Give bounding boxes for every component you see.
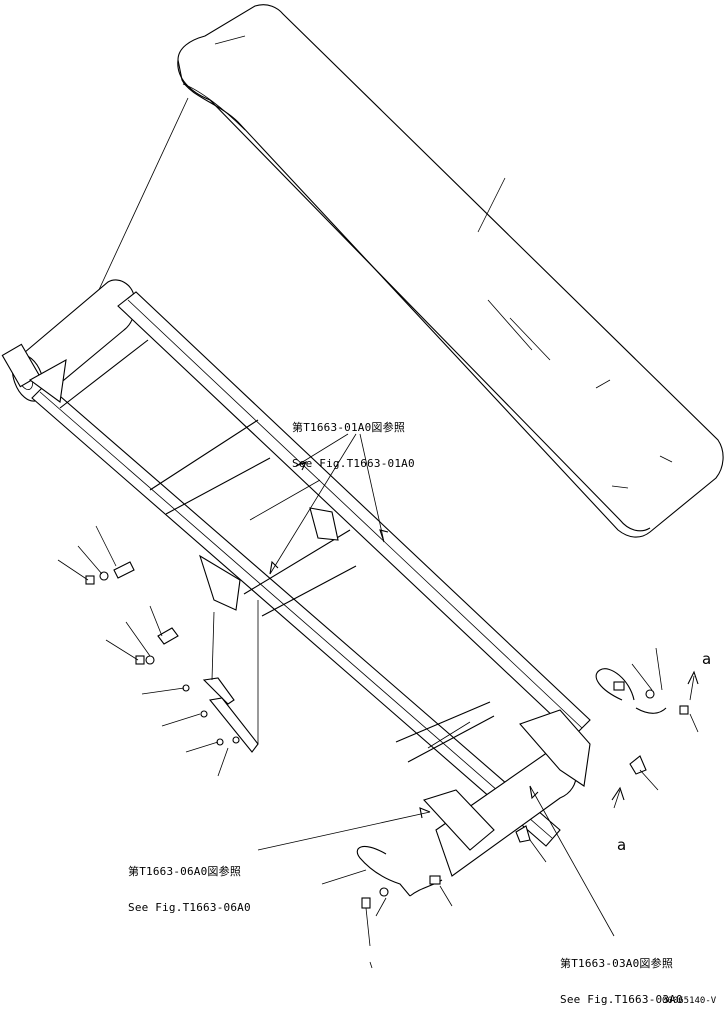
marker-a-top: a <box>702 650 712 668</box>
callout-fig-06a0-ja: 第T1663-06A0図参照 <box>128 865 242 878</box>
callout-fig-06a0-en: See Fig.T1663-06A0 <box>128 901 251 914</box>
callout-fig-03a0-ja: 第T1663-03A0図参照 <box>560 957 674 970</box>
conveyor-belt <box>177 4 724 538</box>
callout-fig-06a0: 第T1663-06A0図参照 See Fig.T1663-06A0 <box>128 842 251 926</box>
main-frame <box>28 291 591 877</box>
hose-assemblies <box>321 647 699 969</box>
left-hardware <box>57 525 259 777</box>
front-drum <box>1 279 136 402</box>
callout-fig-03a0: 第T1663-03A0図参照 See Fig.T1663-03A0 <box>560 934 683 1018</box>
drawing-code: 00065140-V <box>662 996 717 1006</box>
callout-fig-01a0: 第T1663-01A0図参照 See Fig.T1663-01A0 <box>292 398 415 482</box>
marker-a-bottom: a <box>617 836 627 854</box>
callout-fig-03a0-en: See Fig.T1663-03A0 <box>560 993 683 1006</box>
callout-leaders <box>257 433 615 937</box>
callout-fig-01a0-en: See Fig.T1663-01A0 <box>292 457 415 470</box>
callout-fig-01a0-ja: 第T1663-01A0図参照 <box>292 421 406 434</box>
belt-leader-line <box>83 97 189 323</box>
